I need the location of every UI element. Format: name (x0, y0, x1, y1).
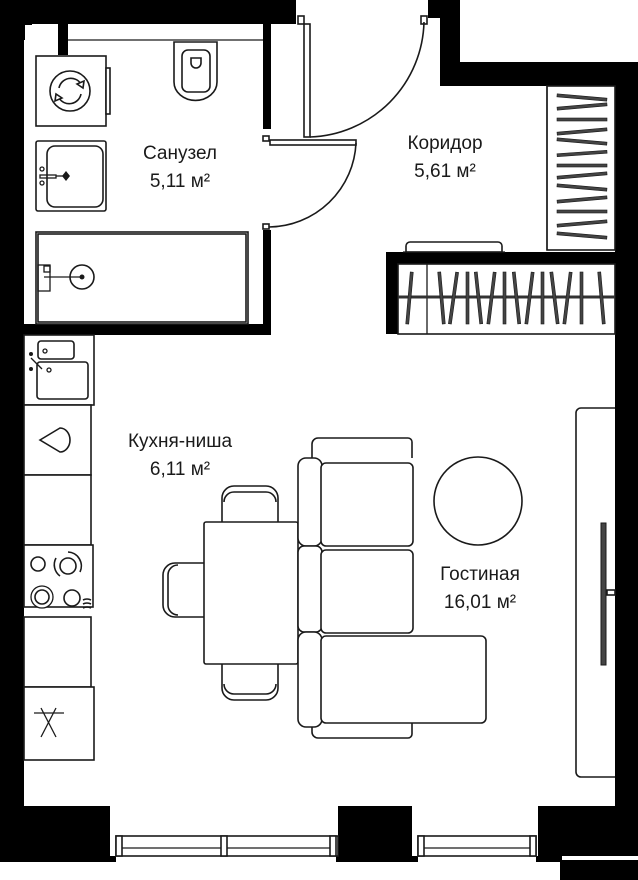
washing-machine (35, 55, 111, 127)
room-area: 6,11 м² (149, 459, 211, 480)
hangers (405, 271, 606, 325)
hangers (556, 93, 608, 240)
window[interactable] (115, 835, 339, 857)
room-name: Гостиная (440, 564, 520, 585)
dining-chair (221, 485, 279, 522)
corner-sofa (297, 437, 487, 739)
window[interactable] (417, 835, 537, 857)
room-label-living: Гостиная 16,01 м² (440, 561, 520, 617)
room-area: 5,61 м² (414, 161, 476, 182)
room-label-bathroom: Санузел 5,11 м² (143, 140, 217, 196)
room-label-kitchen: Кухня-ниша 6,11 м² (128, 428, 232, 484)
bathtub (35, 231, 249, 325)
tv-console (575, 407, 615, 778)
dining-chair (162, 562, 205, 618)
entrance-door[interactable] (297, 15, 428, 138)
room-label-corridor: Коридор 5,61 м² (407, 130, 482, 186)
tv (600, 522, 616, 666)
toilet (173, 41, 218, 102)
cabinet (23, 616, 92, 688)
room-area: 5,11 м² (149, 171, 211, 192)
room-area: 16,01 м² (443, 592, 517, 613)
hood-cabinet (23, 404, 92, 476)
round-coffee-table (433, 456, 523, 546)
cooktop (23, 544, 94, 609)
room-name: Коридор (407, 133, 483, 154)
shoe-bench (403, 241, 505, 253)
wardrobe-vertical (546, 85, 616, 251)
room-name: Кухня-ниша (127, 431, 233, 452)
kitchen-counter (23, 334, 95, 406)
room-name: Санузел (142, 143, 218, 164)
wardrobe-horizontal (397, 263, 616, 335)
dining-chair (221, 664, 279, 701)
washbasin (35, 140, 107, 212)
fridge (23, 686, 95, 761)
shaft (25, 25, 57, 45)
dining-table (203, 521, 299, 665)
bathroom-door[interactable] (262, 135, 357, 230)
cabinet (23, 474, 92, 546)
